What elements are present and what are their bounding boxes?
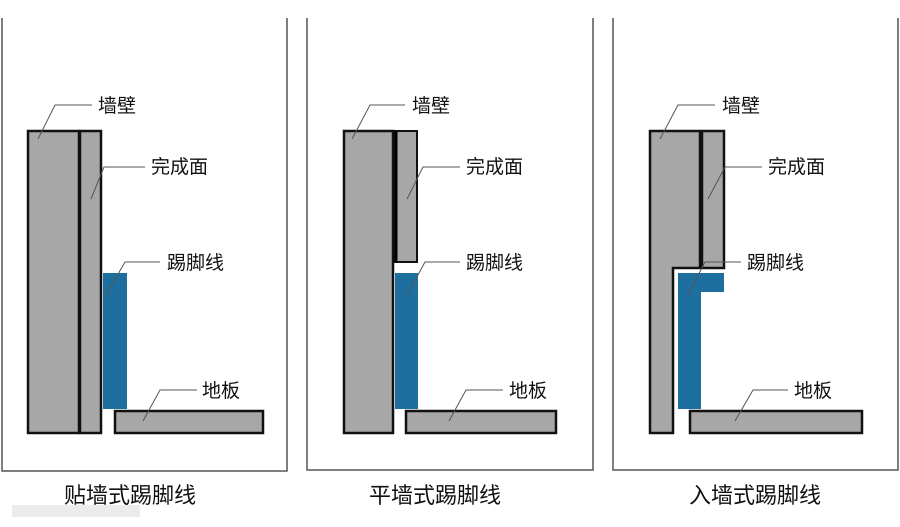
panel-title: 平墙式踢脚线 [369,484,501,509]
baseboard [103,273,127,409]
watermark [12,505,140,517]
floor-label: 地板 [794,380,832,402]
wall [648,129,702,435]
finish-label: 完成面 [768,156,825,178]
baseboard-leader [687,261,741,296]
wall-leader [37,104,92,140]
panel-flush-mounted: 墙壁 完成面 踢脚线 地板 平墙式踢脚线 [306,18,594,509]
panel-title: 入墙式踢脚线 [689,484,821,509]
finish-label: 完成面 [151,156,208,178]
panel-frame [1,18,288,472]
wall-label: 墙壁 [412,95,450,117]
panel-surface-mounted: 墙壁 完成面 踢脚线 地板 贴墙式踢脚线 [1,18,288,509]
finish-surface [394,130,418,263]
finish-surface [78,129,103,435]
baseboard [678,273,724,409]
floor [404,409,558,435]
wall-leader [659,104,715,140]
panel-frame [612,18,899,471]
floor-label: 地板 [509,380,547,402]
wall [26,129,81,435]
floor-leader [142,389,197,422]
floor [113,409,265,435]
baseboard-label: 踢脚线 [747,252,804,274]
baseboard-label: 踢脚线 [466,252,523,274]
finish-label: 完成面 [466,156,523,178]
wall-leader [351,104,405,140]
finish-surface [700,129,726,270]
finish-leader [90,166,145,200]
baseboard-leader [406,261,460,296]
baseboard [395,273,418,409]
floor-leader [734,389,788,422]
panel-title: 贴墙式踢脚线 [64,484,196,509]
baseboard-leader [105,261,160,296]
floor [688,409,864,435]
wall-label: 墙壁 [722,95,760,117]
floor-leader [448,389,503,422]
panel-frame [306,18,594,471]
baseboard-label: 踢脚线 [167,252,224,274]
floor-label: 地板 [202,380,240,402]
wall-label: 墙壁 [98,95,136,117]
finish-leader [707,166,762,200]
finish-leader [406,166,460,200]
panel-recessed: 墙壁 完成面 踢脚线 地板 入墙式踢脚线 [612,18,899,509]
wall [342,129,395,435]
